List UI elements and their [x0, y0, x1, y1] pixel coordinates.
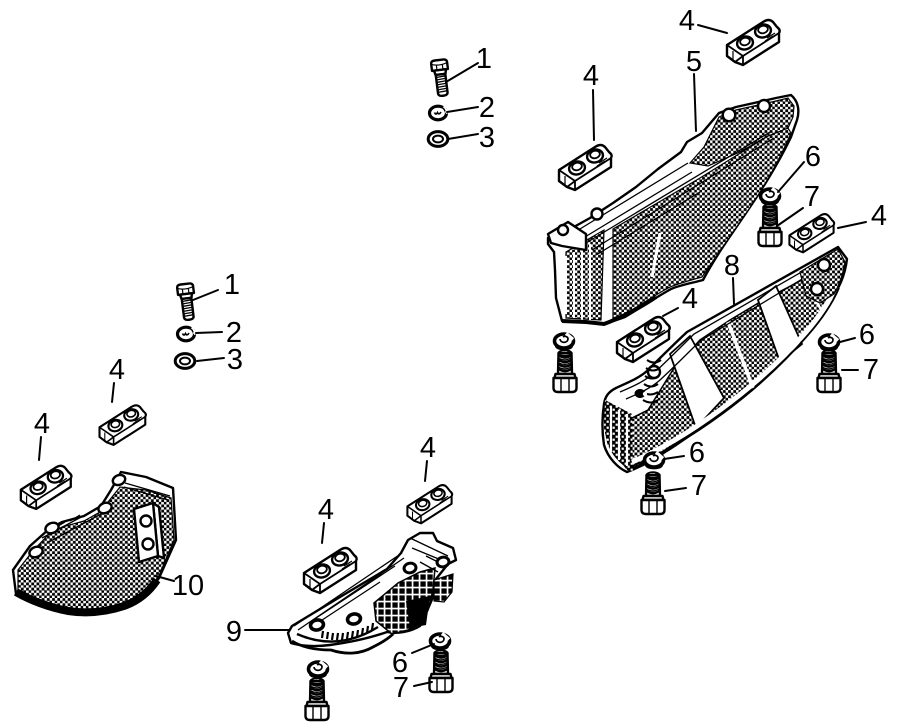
svg-text:9: 9 [226, 616, 242, 648]
svg-text:3: 3 [479, 122, 495, 154]
svg-text:4: 4 [109, 354, 125, 386]
svg-text:1: 1 [224, 269, 240, 301]
svg-text:1: 1 [476, 43, 492, 75]
svg-text:7: 7 [691, 470, 707, 502]
svg-text:4: 4 [318, 494, 334, 526]
svg-text:7: 7 [393, 672, 409, 704]
svg-text:6: 6 [859, 319, 875, 351]
svg-text:7: 7 [804, 181, 820, 213]
svg-text:6: 6 [689, 437, 705, 469]
svg-text:6: 6 [805, 141, 821, 173]
svg-text:7: 7 [863, 354, 879, 386]
svg-text:4: 4 [679, 5, 695, 37]
svg-text:8: 8 [724, 250, 740, 282]
svg-text:3: 3 [227, 344, 243, 376]
svg-text:5: 5 [686, 46, 702, 78]
svg-text:4: 4 [420, 432, 436, 464]
svg-text:4: 4 [34, 408, 50, 440]
svg-text:4: 4 [682, 283, 698, 315]
svg-text:10: 10 [172, 570, 204, 602]
svg-text:2: 2 [479, 92, 495, 124]
svg-text:2: 2 [226, 317, 242, 349]
svg-text:4: 4 [871, 200, 887, 232]
svg-text:6: 6 [392, 647, 408, 679]
svg-text:4: 4 [583, 60, 599, 92]
